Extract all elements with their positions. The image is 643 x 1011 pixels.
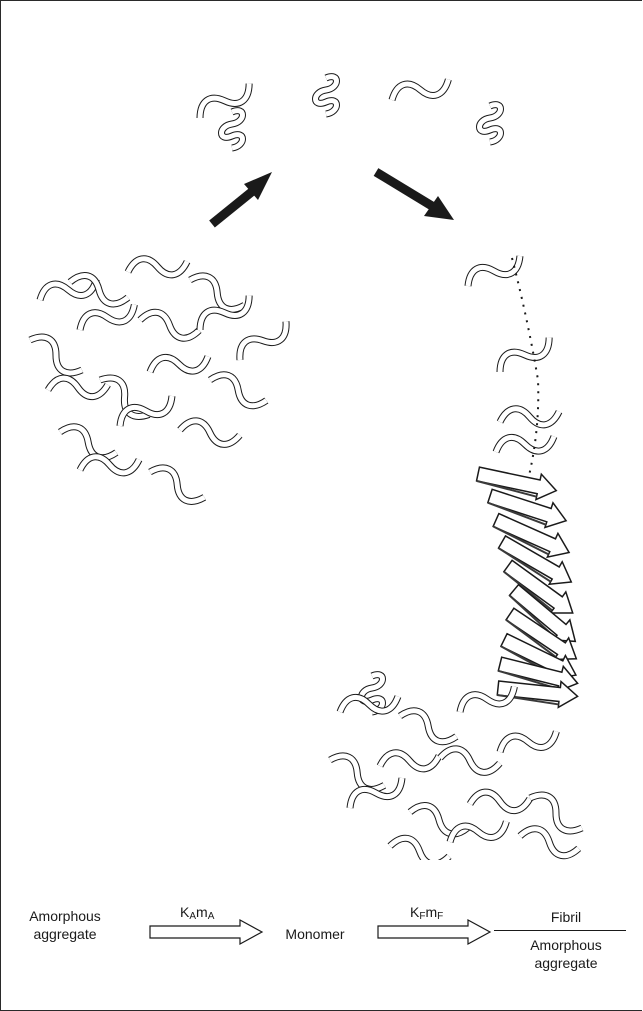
fibril-label: Fibril — [508, 908, 624, 926]
label-line: aggregate — [10, 925, 120, 943]
fibril-stack — [475, 461, 583, 709]
dissolution-arrow — [212, 172, 272, 224]
monomer-coil — [480, 105, 501, 142]
monomer-ribbon — [194, 75, 255, 127]
hollow-arrow-a — [148, 918, 264, 946]
monomer-label: Monomer — [270, 925, 360, 943]
fibrillation-arrow — [376, 172, 454, 220]
monomer-ribbon — [463, 247, 525, 295]
monomer-ribbon — [498, 401, 561, 432]
monomer-ribbon — [388, 70, 452, 110]
monomer-coil — [222, 111, 243, 148]
hollow-arrow-f — [376, 918, 492, 946]
fraction-bar — [494, 930, 626, 931]
monomer-ribbon — [493, 426, 556, 462]
amorphous-aggregate-denominator: Amorphous aggregate — [508, 936, 624, 972]
amorphous-aggregate-label: Amorphous aggregate — [10, 907, 120, 943]
amorphous-aggregate-cluster — [25, 251, 293, 507]
monomer-coil — [316, 77, 337, 114]
label-line: aggregate — [508, 954, 624, 972]
label-line: Amorphous — [508, 936, 624, 954]
label-line: Amorphous — [10, 907, 120, 925]
mechanism-illustration — [0, 0, 643, 860]
monomer-ribbon — [494, 329, 555, 381]
